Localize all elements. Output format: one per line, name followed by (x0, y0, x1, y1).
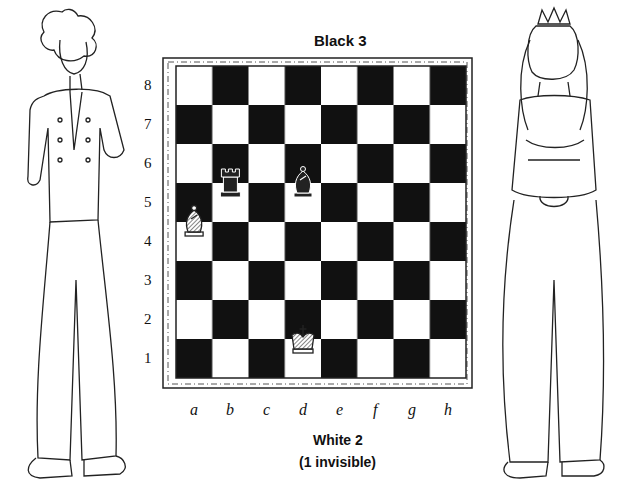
side-count: Black 3 (314, 33, 367, 48)
rank-number: 4 (144, 234, 152, 249)
white-king (292, 325, 314, 353)
rank-number: 2 (144, 312, 152, 327)
chess-board (176, 66, 466, 378)
file-letter: b (226, 402, 234, 418)
rank-number: 6 (144, 156, 152, 171)
rank-number: 8 (144, 78, 152, 93)
rank-number: 3 (144, 273, 152, 288)
file-letter: a (190, 402, 198, 418)
white-bishop (185, 206, 203, 237)
black-bishop (294, 167, 312, 198)
file-letter: e (336, 402, 343, 418)
rank-number: 5 (144, 195, 152, 210)
rank-number: 1 (144, 351, 152, 366)
file-letter: d (299, 402, 307, 418)
side-count: White 2 (313, 433, 363, 447)
file-letter: f (373, 402, 377, 418)
file-letter: h (444, 402, 452, 418)
black-rook (220, 169, 240, 197)
man-figure (28, 9, 125, 478)
side-note: (1 invisible) (299, 455, 376, 469)
board-frame (163, 58, 472, 388)
rank-number: 7 (144, 117, 152, 132)
file-letter: g (408, 402, 416, 418)
file-letter: c (263, 402, 270, 418)
woman-figure (503, 8, 604, 478)
